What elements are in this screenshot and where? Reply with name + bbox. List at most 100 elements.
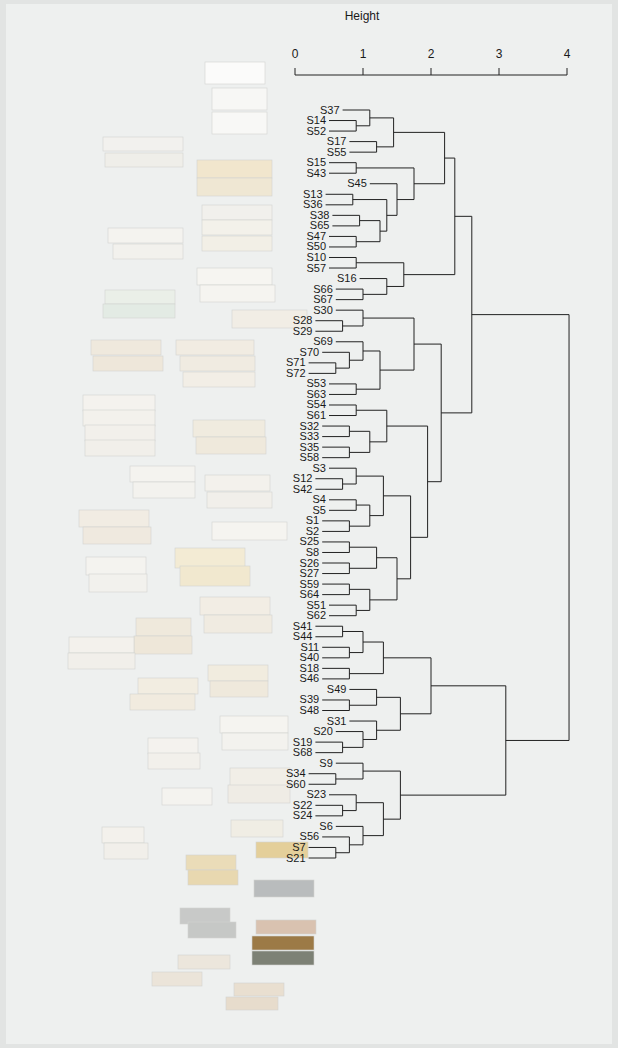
- dendrogram-link: [356, 167, 414, 168]
- paper-strip: [208, 665, 268, 681]
- leaf-label: S23: [306, 789, 326, 800]
- paper-strip: [130, 694, 195, 710]
- paper-strip: [186, 855, 236, 870]
- dendrogram-link: [363, 835, 383, 836]
- paper-strip: [83, 395, 155, 411]
- dendrogram-link: [336, 731, 363, 732]
- dendrogram-link: [329, 615, 356, 616]
- paper-strip: [204, 615, 272, 633]
- paper-strip: [134, 636, 192, 654]
- dendrogram-link: [404, 274, 455, 275]
- leaf-label: S12: [293, 473, 313, 484]
- leaf-label: S18: [300, 663, 320, 674]
- dendrogram-link: [349, 721, 376, 722]
- leaf-label: S53: [306, 378, 326, 389]
- leaf-label: S21: [286, 853, 306, 864]
- dendrogram-link: [349, 360, 363, 361]
- dendrogram-link: [326, 194, 353, 195]
- leaf-label: S14: [306, 115, 326, 126]
- dendrogram-link: [329, 383, 356, 384]
- dendrogram-link: [363, 318, 414, 319]
- paper-strip: [103, 304, 175, 318]
- dendrogram-link: [441, 412, 472, 413]
- leaf-label: S34: [286, 768, 306, 779]
- paper-strip: [210, 681, 268, 697]
- leaf-label: S35: [300, 442, 320, 453]
- dendrogram-link: [428, 481, 442, 482]
- dendrogram-link: [380, 231, 387, 232]
- leaf-label: S20: [313, 726, 333, 737]
- dendrogram-link: [336, 310, 363, 311]
- paper-strip: [104, 843, 148, 859]
- leaf-label: S42: [293, 484, 313, 495]
- dendrogram-link: [315, 626, 342, 627]
- paper-strip: [108, 228, 183, 243]
- paper-strip: [103, 137, 183, 151]
- leaf-label: S25: [300, 536, 320, 547]
- dendrogram-link: [309, 373, 336, 374]
- dendrogram-link: [349, 673, 383, 674]
- dendrogram-link: [377, 557, 397, 558]
- paper-strip: [162, 788, 212, 805]
- leaf-label: S38: [310, 210, 330, 221]
- tick-label: 4: [564, 48, 571, 60]
- leaf-label: S47: [306, 231, 326, 242]
- dendrogram-link: [356, 505, 370, 506]
- dendrogram-link: [329, 246, 356, 247]
- paper-strip: [222, 733, 288, 750]
- dendrogram-link: [414, 344, 441, 345]
- dendrogram-link: [329, 120, 356, 121]
- dendrogram-link: [411, 537, 428, 538]
- leaf-label: S26: [300, 558, 320, 569]
- paper-strip: [207, 492, 272, 508]
- dendrogram-link: [336, 852, 350, 853]
- dendrogram-link: [400, 795, 505, 796]
- dendrogram-link: [329, 173, 356, 174]
- dendrogram-link: [329, 499, 356, 500]
- dendrogram-link: [332, 225, 359, 226]
- leaf-label: S37: [320, 105, 340, 116]
- leaf-label: S29: [293, 326, 313, 337]
- dendrogram-link: [322, 657, 349, 658]
- leaf-label: S40: [300, 652, 320, 663]
- dendrogram-link: [322, 594, 349, 595]
- dendrogram-link: [329, 510, 356, 511]
- paper-strip: [196, 437, 266, 454]
- dendrogram-link: [322, 836, 349, 837]
- dendrogram-link: [322, 584, 349, 585]
- paper-strip: [188, 922, 236, 938]
- leaf-label: S36: [303, 199, 323, 210]
- dendrogram-link: [356, 410, 387, 411]
- paper-strip: [91, 340, 161, 355]
- dendrogram-link: [356, 610, 370, 611]
- dendrogram-link: [329, 394, 356, 395]
- dendrogram-link: [329, 605, 356, 606]
- paper-strip: [133, 482, 195, 498]
- dendrogram-link: [329, 162, 356, 163]
- dendrogram-link: [343, 747, 363, 748]
- dendrogram-link: [349, 152, 376, 153]
- paper-strip: [138, 678, 198, 694]
- dendrogram-link: [315, 331, 342, 332]
- dendrogram-link: [356, 125, 370, 126]
- paper-strip: [69, 637, 134, 653]
- leaf-label: S48: [300, 705, 320, 716]
- dendrogram-link: [363, 350, 380, 351]
- dendrogram-link: [400, 713, 431, 714]
- paper-strip: [183, 372, 255, 387]
- paper-strip: [205, 475, 270, 491]
- paper-strip: [220, 716, 288, 733]
- leaf-label: S52: [306, 126, 326, 137]
- dendrogram-link: [322, 573, 349, 574]
- paper-strip: [178, 955, 230, 969]
- dendrogram-link: [322, 520, 349, 521]
- leaf-label: S65: [310, 220, 330, 231]
- paper-strip: [86, 557, 146, 575]
- dendrogram-link: [377, 730, 401, 731]
- dendrogram-link: [431, 685, 506, 686]
- paper-strip: [205, 62, 265, 84]
- leaf-label: S13: [303, 189, 323, 200]
- leaf-label: S30: [313, 305, 333, 316]
- dendrogram-link: [322, 668, 349, 669]
- leaf-label: S41: [293, 621, 313, 632]
